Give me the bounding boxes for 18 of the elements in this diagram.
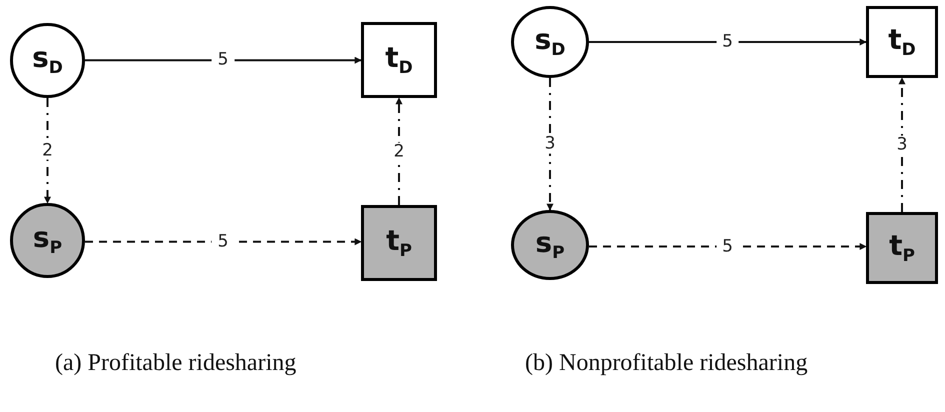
- arrow: [589, 38, 867, 46]
- node-circle: s$_{P}$: [10, 203, 85, 278]
- arrow: [546, 78, 554, 211]
- caption: (b) Nonprofitable ridesharing: [525, 350, 808, 377]
- node-circle: s$_{D}$: [10, 23, 85, 98]
- arrow: [44, 98, 51, 204]
- arrow: [85, 238, 362, 246]
- node-circle: s$_{D}$: [511, 6, 589, 78]
- node-circle: s$_{P}$: [511, 210, 589, 280]
- arrow: [85, 56, 362, 64]
- node-square: t$_{D}$: [866, 6, 938, 78]
- arrow: [589, 243, 867, 250]
- node-square: t$_{P}$: [361, 205, 437, 281]
- caption: (a) Profitable ridesharing: [55, 350, 296, 377]
- arrow: [396, 97, 402, 205]
- node-square: t$_{D}$: [361, 22, 437, 98]
- node-square: t$_{P}$: [866, 212, 938, 284]
- arrow: [898, 77, 906, 212]
